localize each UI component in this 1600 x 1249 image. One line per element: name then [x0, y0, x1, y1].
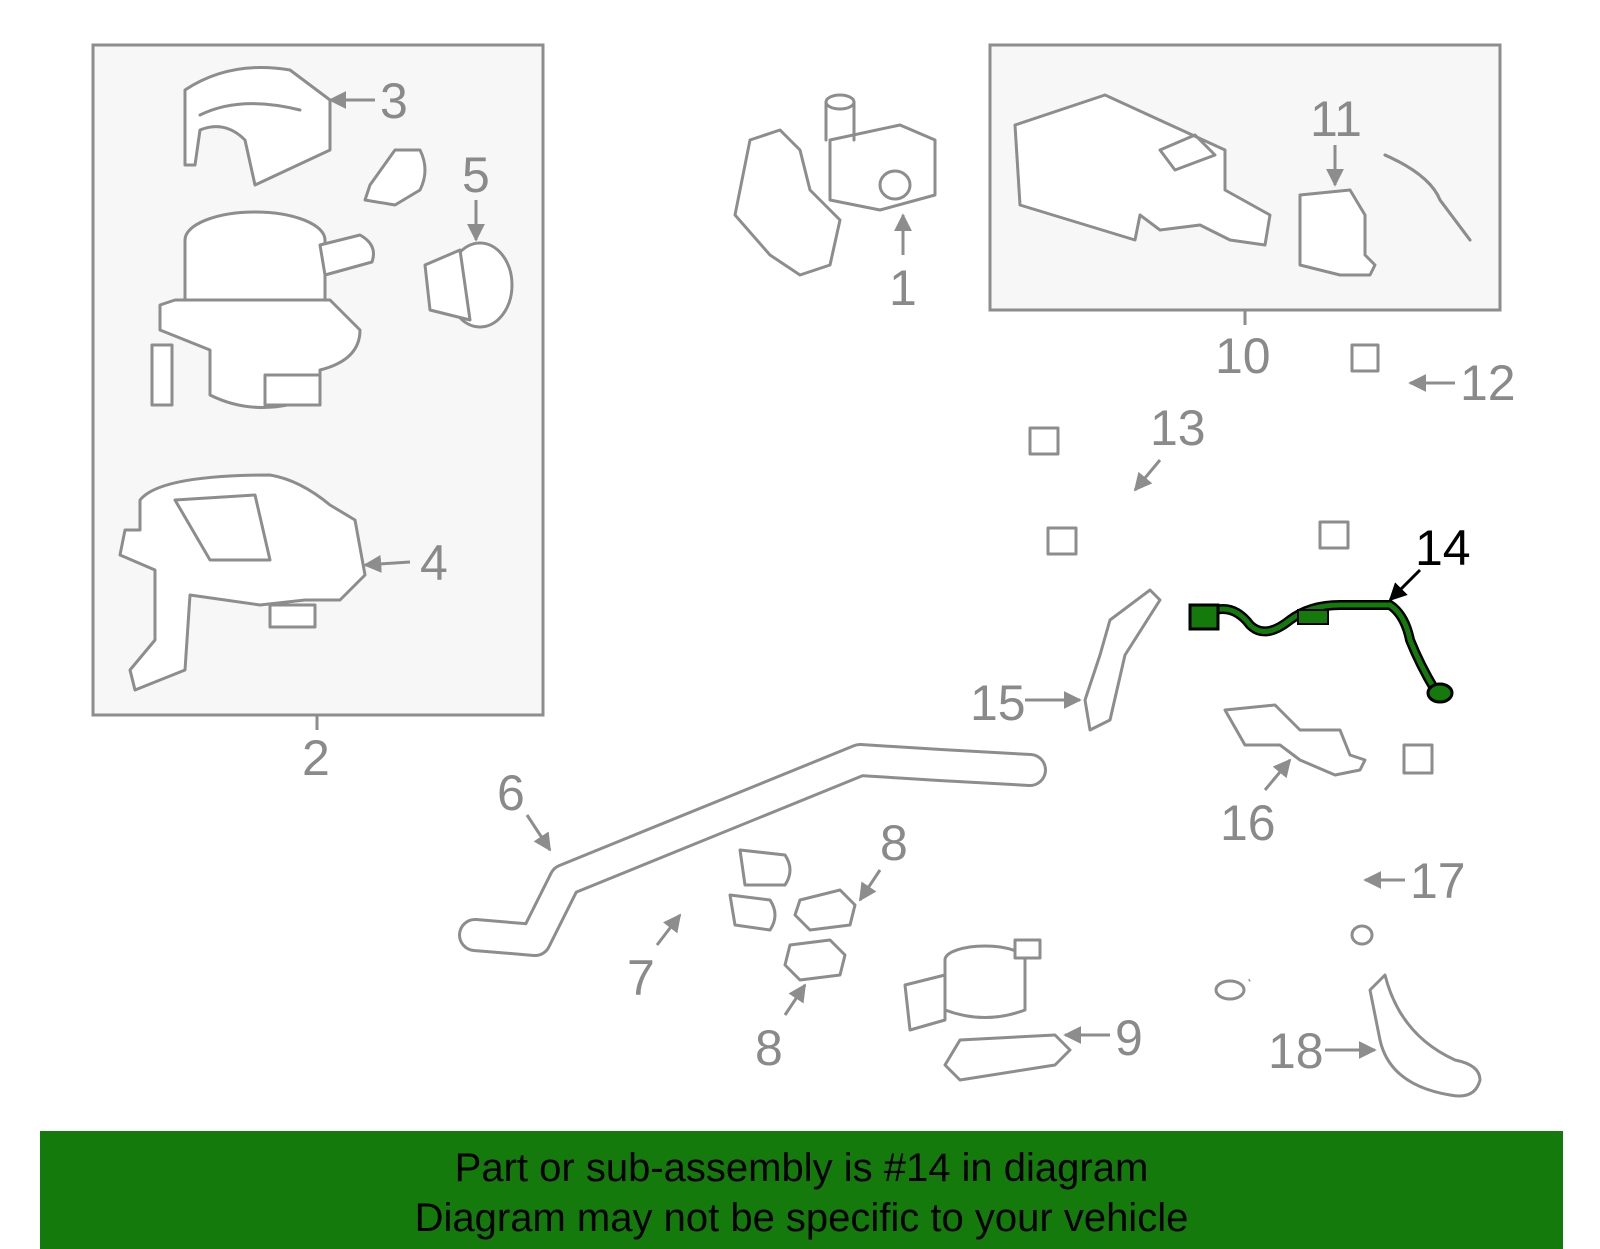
- part-6-hose: [458, 743, 1047, 957]
- notice-banner: Part or sub-assembly is #14 in diagram D…: [40, 1131, 1563, 1249]
- part-5-cap: [423, 241, 514, 329]
- part-18-shield: [1368, 973, 1482, 1098]
- callout-16: 16: [1220, 795, 1276, 851]
- part-7-pipe: [662, 848, 792, 932]
- callout-4: 4: [420, 535, 448, 591]
- callout-1: 1: [889, 260, 917, 316]
- part-bracket-small: [363, 148, 427, 207]
- callout-3: 3: [380, 73, 408, 129]
- callout-8b: 8: [755, 1020, 783, 1076]
- part-air-pump: [150, 210, 375, 409]
- part-9-valve: [903, 938, 1072, 1082]
- arrow-4: [363, 554, 411, 573]
- callout-18: 18: [1268, 1023, 1324, 1079]
- callout-13: 13: [1150, 400, 1206, 456]
- callout-2: 2: [302, 730, 330, 786]
- part-16-bracket: [1223, 703, 1367, 777]
- part-3-cover: [183, 66, 332, 187]
- part-1-valve: [733, 93, 937, 277]
- part-17-sensor: [1214, 743, 1434, 1001]
- callout-15: 15: [970, 675, 1026, 731]
- notice-line-1: Part or sub-assembly is #14 in diagram: [454, 1146, 1149, 1190]
- callout-8a: 8: [880, 815, 908, 871]
- part-13-sensor: [1028, 426, 1141, 556]
- part-8-gasket-lower: [783, 938, 847, 982]
- part-8-gasket-upper: [793, 888, 857, 932]
- notice-line-2: Diagram may not be specific to your vehi…: [414, 1196, 1189, 1240]
- callout-14: 14: [1415, 520, 1471, 576]
- part-11-valve: [1298, 188, 1377, 277]
- arrow-16: [1263, 758, 1292, 791]
- callout-6: 6: [497, 765, 525, 821]
- callout-9: 9: [1115, 1010, 1143, 1066]
- arrow-13: [1133, 459, 1162, 492]
- callout-17: 17: [1410, 853, 1466, 909]
- part-canister: [1013, 93, 1272, 247]
- arrow-8b: [783, 983, 807, 1016]
- callout-10: 10: [1215, 328, 1271, 384]
- part-hose-small-inner: [1383, 153, 1472, 242]
- part-12-sensor: [1318, 343, 1404, 550]
- part-14-oxygen-sensor: [1188, 600, 1454, 704]
- callout-12: 12: [1460, 355, 1516, 411]
- arrow-6: [525, 814, 552, 852]
- arrow-7: [655, 913, 682, 946]
- part-15-bracket: [1083, 588, 1162, 732]
- part-4-plate: [118, 473, 367, 692]
- callout-5: 5: [462, 147, 490, 203]
- callout-7: 7: [627, 950, 655, 1006]
- callout-11: 11: [1310, 91, 1362, 147]
- arrow-14: [1388, 568, 1422, 602]
- arrow-8a: [858, 869, 882, 902]
